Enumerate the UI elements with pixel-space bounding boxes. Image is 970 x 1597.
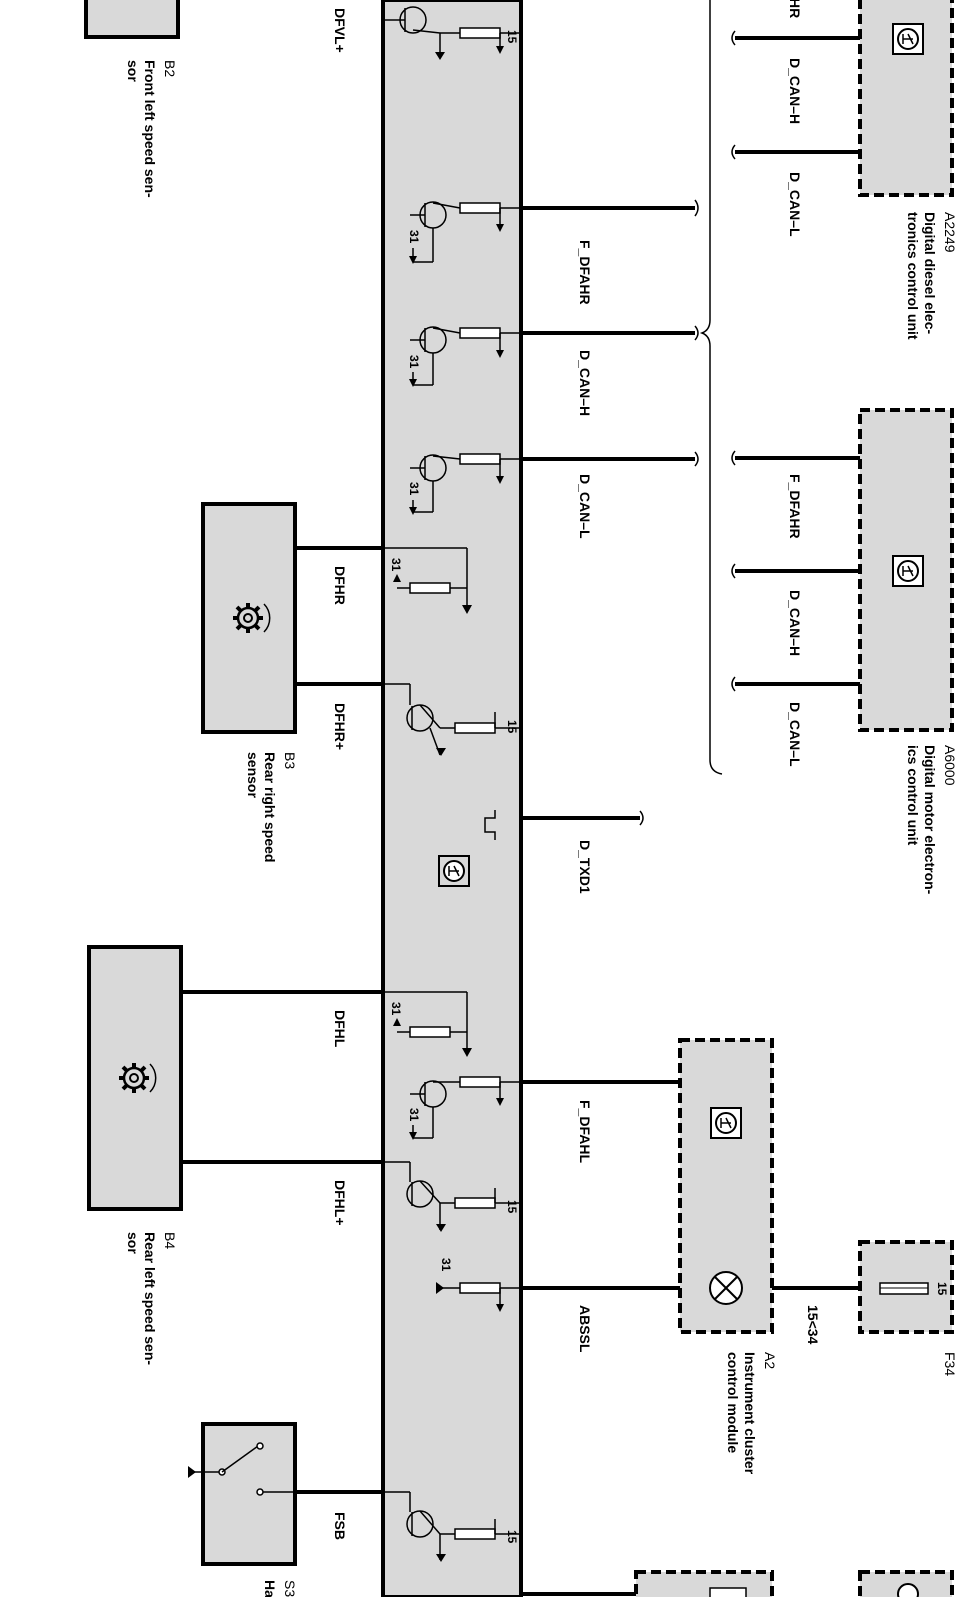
pin-15-fuse: 15 xyxy=(935,1282,949,1296)
a6000-controller-icon xyxy=(892,555,924,587)
pin-15-c: 15 xyxy=(505,1200,519,1214)
signal-f-dfahl: F_DFAHL xyxy=(577,1100,593,1163)
pulse-symbol xyxy=(484,810,496,840)
a6000-d-can-h: D_CAN–H xyxy=(787,590,803,656)
a6000-module-box xyxy=(858,408,954,732)
driver-transistor-3 xyxy=(409,326,521,387)
a2-desc2: control module xyxy=(725,1352,741,1453)
driver-transistor-8 xyxy=(383,1491,521,1562)
b3-sensor-box xyxy=(201,502,297,734)
s31-id: S31 xyxy=(282,1580,298,1597)
signal-dfhl: DFHL xyxy=(332,1010,348,1048)
driver-transistor-7 xyxy=(383,1161,521,1232)
fuse-icon xyxy=(879,1282,929,1295)
b4-sensor-box xyxy=(87,945,183,1211)
signal-15-34: 15<34 xyxy=(805,1305,821,1345)
switch-icon xyxy=(188,1442,295,1496)
b3-desc2: sensor xyxy=(245,752,261,798)
a2249-d-can-l: D_CAN–L xyxy=(787,172,803,237)
signal-f-dfahr: F_DFAHR xyxy=(577,240,593,305)
a6000-f-dfahr: F_DFAHR xyxy=(787,474,803,539)
b4-gear-icon xyxy=(119,1063,157,1093)
b4-desc: Rear left speed sen- xyxy=(142,1232,158,1365)
pin-31-g: 31 xyxy=(439,1258,453,1272)
b4-desc2: sor xyxy=(125,1232,141,1254)
driver-transistor-4 xyxy=(409,453,521,515)
module-controller-icon xyxy=(438,855,470,887)
b2-desc2: sor xyxy=(125,60,141,82)
pin-31-a: 31 xyxy=(407,230,421,244)
a2249-d-can-h: D_CAN–H xyxy=(787,58,803,124)
pin-31-b: 31 xyxy=(407,355,421,369)
a6000-d-can-l: D_CAN–L xyxy=(787,702,803,767)
driver-transistor-5 xyxy=(383,683,521,756)
signal-dfvl-plus: DFVL+ xyxy=(332,8,348,53)
pin-31-d: 31 xyxy=(389,558,403,572)
abssl-output-stage xyxy=(436,1282,521,1312)
control-module-body xyxy=(381,0,523,1597)
b3-id: B3 xyxy=(282,752,298,769)
pin-31-e: 31 xyxy=(389,1002,403,1016)
dfhl-input-resistor xyxy=(383,991,472,1057)
b3-desc: Rear right speed xyxy=(262,752,278,862)
a6000-desc: Digital motor electron- xyxy=(922,745,938,895)
pin-15-a: 15 xyxy=(505,30,519,44)
a2249-controller-icon xyxy=(892,23,924,55)
f34-id: F34 xyxy=(942,1352,958,1376)
a2-warning-lamp-icon xyxy=(709,1271,743,1305)
signal-hr-top: HR xyxy=(787,0,803,18)
f34-fuse-box xyxy=(858,1240,954,1334)
pin-31-f: 31 xyxy=(407,1108,421,1122)
b4-id: B4 xyxy=(162,1232,178,1249)
a2-id: A2 xyxy=(762,1352,778,1369)
partial-module-box-1 xyxy=(634,1570,774,1597)
signal-d-can-h: D_CAN–H xyxy=(577,350,593,416)
dfhr-input-resistor xyxy=(383,547,472,614)
b2-sensor-box xyxy=(84,0,180,39)
a6000-desc2: ics control unit xyxy=(905,745,921,846)
signal-dfhr: DFHR xyxy=(332,566,348,605)
signal-abssl: ABSSL xyxy=(577,1305,593,1353)
driver-transistor-2 xyxy=(409,201,521,264)
a2249-desc2: tronics control unit xyxy=(905,212,921,340)
a2-controller-icon xyxy=(710,1107,742,1139)
driver-transistor-6 xyxy=(409,1076,521,1140)
s31-switch-box xyxy=(201,1422,297,1566)
a2249-id: A2249 xyxy=(942,212,958,253)
signal-d-txd1: D_TXD1 xyxy=(577,840,593,894)
a6000-id: A6000 xyxy=(942,745,958,786)
signal-dfhr-plus: DFHR+ xyxy=(332,703,348,750)
signal-fsb: FSB xyxy=(332,1512,348,1540)
pin-15-b: 15 xyxy=(505,720,519,734)
signal-d-can-l: D_CAN–L xyxy=(577,474,593,539)
a2-desc: Instrument cluster xyxy=(742,1352,758,1475)
b2-desc: Front left speed sen- xyxy=(142,60,158,198)
driver-transistor-1 xyxy=(383,6,521,60)
bus-brace xyxy=(699,0,723,775)
signal-dfhl-plus: DFHL+ xyxy=(332,1180,348,1226)
a2249-desc: Digital diesel elec- xyxy=(922,212,938,334)
pin-15-d: 15 xyxy=(505,1530,519,1544)
b3-gear-icon xyxy=(233,603,271,633)
s31-desc: Hand xyxy=(262,1580,278,1597)
b2-id: B2 xyxy=(162,60,178,77)
pin-31-c: 31 xyxy=(407,482,421,496)
